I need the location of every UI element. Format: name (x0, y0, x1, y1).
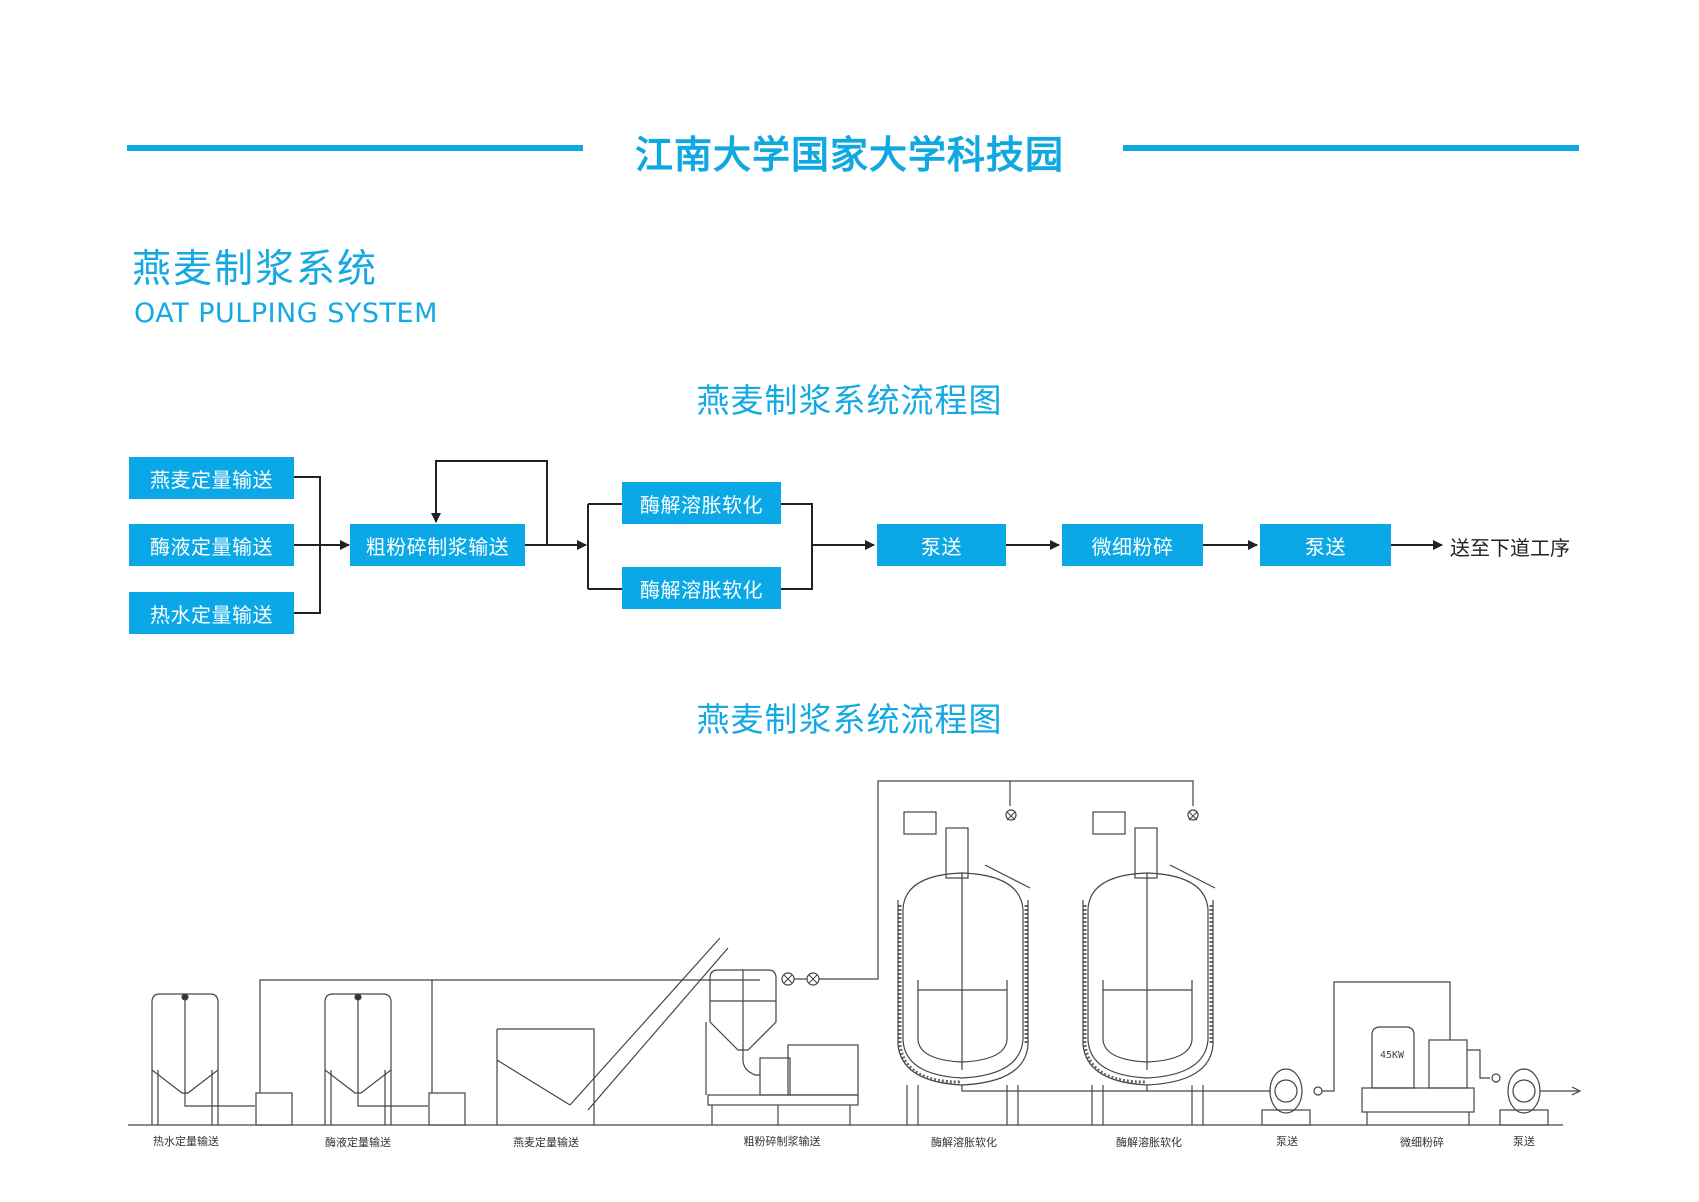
equipment-label: 粗粉碎制浆输送 (743, 1135, 821, 1148)
equipment-label: 泵送 (1276, 1135, 1298, 1148)
enzyme-tank (324, 993, 466, 1126)
header-rule-right (1123, 145, 1579, 151)
enzymolysis-reactor-1 (897, 809, 1031, 1125)
header-pipe (259, 979, 760, 1093)
organization-title: 江南大学国家大学科技园 (0, 124, 1699, 179)
fine-grinding-box: 微细粉碎 (1062, 524, 1203, 566)
hot-water-dosing-box: 热水定量输送 (129, 592, 294, 634)
pump-1 (1261, 981, 1451, 1126)
motor-rating-label: 45KW (1380, 1050, 1405, 1061)
equipment-label: 泵送 (1513, 1135, 1535, 1148)
pump-2 (1491, 1068, 1582, 1126)
recycle-loop (431, 460, 548, 546)
merge-bus (781, 503, 813, 590)
equipment-drawing-title: 燕麦制浆系统流程图 (696, 700, 1003, 739)
header-rule-left (127, 145, 583, 151)
equipment-label: 酶解溶胀软化 (931, 1136, 997, 1149)
equipment-label: 酶解溶胀软化 (1116, 1136, 1182, 1149)
section-title-en: OAT PULPING SYSTEM (134, 298, 438, 329)
equipment-label: 燕麦定量输送 (513, 1136, 579, 1149)
enzyme-dosing-box: 酶液定量输送 (129, 524, 294, 566)
equipment-label: 热水定量输送 (153, 1135, 219, 1148)
flowchart-title: 燕麦制浆系统流程图 (696, 381, 1003, 420)
equipment-label: 微细粉碎 (1400, 1136, 1444, 1149)
enzymolysis-box-1: 酶解溶胀软化 (622, 482, 781, 524)
coarse-grinding-unit (705, 780, 1194, 1125)
oat-dosing-box: 燕麦定量输送 (129, 457, 294, 499)
enzymolysis-reactor-2 (1082, 809, 1216, 1125)
output-label: 送至下道工序 (1450, 536, 1570, 560)
pump-box-2: 泵送 (1260, 524, 1391, 566)
pump-box-1: 泵送 (877, 524, 1006, 566)
hot-water-tank (151, 993, 293, 1126)
enzymolysis-box-2: 酶解溶胀软化 (622, 567, 781, 609)
oat-hopper (496, 937, 729, 1125)
split-bus (587, 503, 622, 590)
section-title-cn: 燕麦制浆系统 (132, 247, 379, 292)
fine-grinder (1361, 1026, 1490, 1125)
coarse-grinding-box: 粗粉碎制浆输送 (350, 524, 525, 566)
reactor-outlet-pipe (961, 1085, 1270, 1092)
equipment-label: 酶液定量输送 (325, 1136, 391, 1149)
